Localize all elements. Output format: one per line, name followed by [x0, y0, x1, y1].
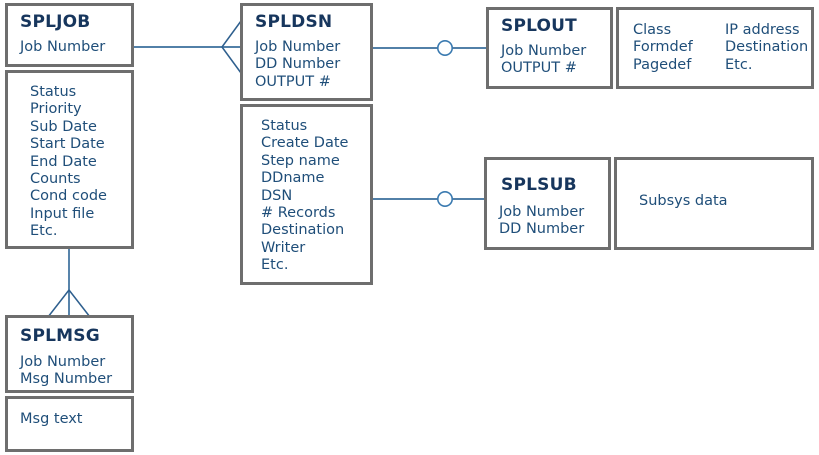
attribute-item: Status	[261, 118, 308, 134]
relationship-spljob-splmsg	[47, 249, 91, 318]
entity-spljob-attributes: Status Priority Sub Date Start Date End …	[8, 73, 131, 241]
attribute-item: Step name	[261, 152, 340, 169]
attribute-item: IP address	[725, 22, 800, 38]
attribute-item: Counts	[30, 171, 81, 188]
key-item: DD Number	[499, 221, 585, 238]
entity-splsub-attr-box[interactable]: Subsys data	[614, 157, 814, 250]
relationship-spldsn-splsub	[373, 191, 485, 208]
attribute-item: Sub Date	[30, 118, 97, 135]
entity-splmsg-attributes: Msg text	[8, 399, 131, 428]
attribute-item: Input file	[30, 205, 95, 222]
key-item: OUTPUT #	[501, 60, 577, 77]
entity-splout-attr-box[interactable]: Class Formdef Pagedef IP address Destina…	[616, 7, 814, 89]
key-item: Job Number	[20, 354, 106, 370]
entity-splout-title: SPLOUT	[501, 16, 577, 36]
attribute-item: Subsys data	[639, 193, 728, 209]
entity-spldsn-title: SPLDSN	[255, 12, 333, 32]
attribute-item: DDname	[261, 170, 325, 187]
attribute-item: Destination	[725, 39, 809, 56]
attribute-item: Writer	[261, 239, 306, 256]
entity-splsub-attributes: Subsys data	[617, 160, 811, 210]
entity-spldsn-keys: Job Number DD Number OUTPUT #	[243, 32, 370, 91]
entity-spljob-attr-box[interactable]: Status Priority Sub Date Start Date End …	[5, 70, 134, 249]
attribute-item: Etc.	[30, 223, 58, 240]
entity-spljob-key-box[interactable]: SPLJOB Job Number	[5, 3, 134, 67]
attribute-item: Destination	[261, 222, 345, 239]
entity-spljob-title: SPLJOB	[20, 12, 91, 32]
key-item: Msg Number	[20, 371, 113, 388]
attribute-item: Etc.	[725, 56, 753, 73]
attribute-item: # Records	[261, 205, 336, 222]
entity-splout-keys: Job Number OUTPUT #	[489, 36, 610, 78]
attribute-item: Create Date	[261, 135, 349, 152]
key-item: DD Number	[255, 56, 341, 73]
entity-splmsg-keys: Job Number Msg Number	[8, 346, 131, 389]
attribute-item: Class	[633, 22, 672, 38]
entity-spldsn-attr-box[interactable]: Status Create Date Step name DDname DSN …	[240, 104, 373, 285]
attribute-item: DSN	[261, 187, 293, 204]
entity-spldsn-attributes: Status Create Date Step name DDname DSN …	[243, 107, 370, 275]
attribute-item: Status	[30, 84, 77, 100]
attribute-item: Cond code	[30, 188, 107, 205]
attribute-item: Formdef	[633, 39, 693, 56]
attribute-item: Msg text	[20, 411, 83, 427]
entity-splsub-key-box[interactable]: SPLSUB Job Number DD Number	[484, 157, 611, 250]
key-item: Job Number	[499, 204, 585, 220]
entity-splsub-keys: Job Number DD Number	[487, 195, 608, 239]
relationship-spldsn-splout	[373, 39, 487, 56]
key-item: Job Number	[501, 43, 587, 59]
attribute-item: End Date	[30, 153, 97, 170]
entity-splmsg-key-box[interactable]: SPLMSG Job Number Msg Number	[5, 315, 134, 393]
entity-splout-attr-col-2: IP address Destination Etc.	[725, 22, 808, 74]
entity-spldsn-key-box[interactable]: SPLDSN Job Number DD Number OUTPUT #	[240, 3, 373, 101]
entity-splout-key-box[interactable]: SPLOUT Job Number OUTPUT #	[486, 7, 613, 89]
attribute-item: Priority	[30, 101, 82, 118]
entity-splout-attr-col-1: Class Formdef Pagedef	[633, 22, 725, 74]
attribute-item: Pagedef	[633, 56, 692, 73]
key-item: Job Number	[255, 39, 341, 55]
entity-splmsg-title: SPLMSG	[20, 326, 100, 346]
entity-splsub-title: SPLSUB	[501, 175, 577, 195]
entity-splmsg-attr-box[interactable]: Msg text	[5, 396, 134, 452]
entity-spljob-key-0: Job Number	[20, 39, 106, 55]
attribute-item: Start Date	[30, 136, 105, 153]
key-item: OUTPUT #	[255, 73, 331, 90]
relationship-spljob-spldsn	[134, 20, 242, 74]
entity-splout-attributes: Class Formdef Pagedef IP address Destina…	[619, 10, 811, 74]
attribute-item: Etc.	[261, 257, 289, 274]
